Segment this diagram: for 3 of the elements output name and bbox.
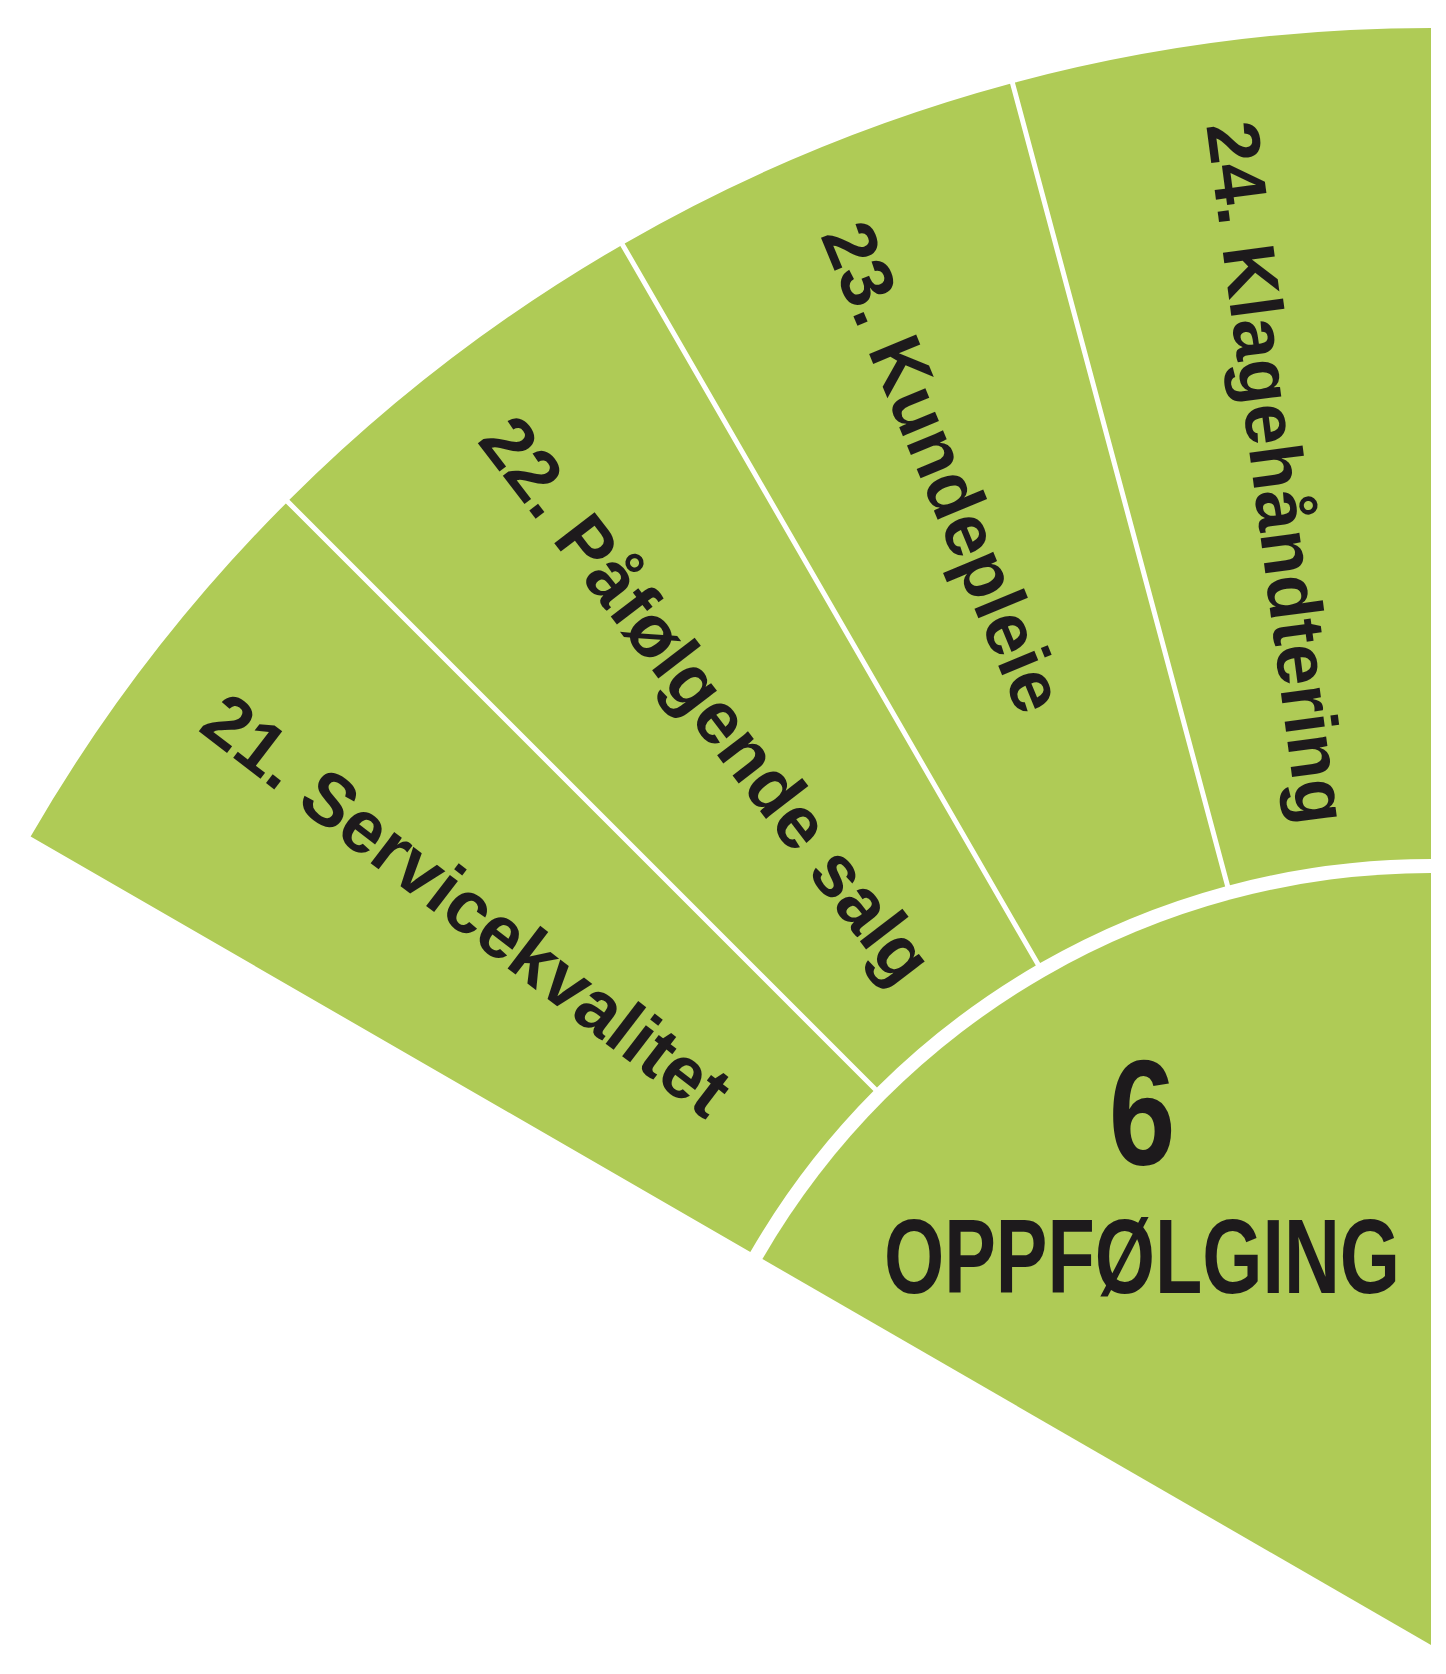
phase-title: OPPFØLGING <box>884 1203 1400 1309</box>
phase-number: 6 <box>1108 1038 1176 1188</box>
segment-label: 24. Klagehåndtering <box>1193 117 1360 829</box>
